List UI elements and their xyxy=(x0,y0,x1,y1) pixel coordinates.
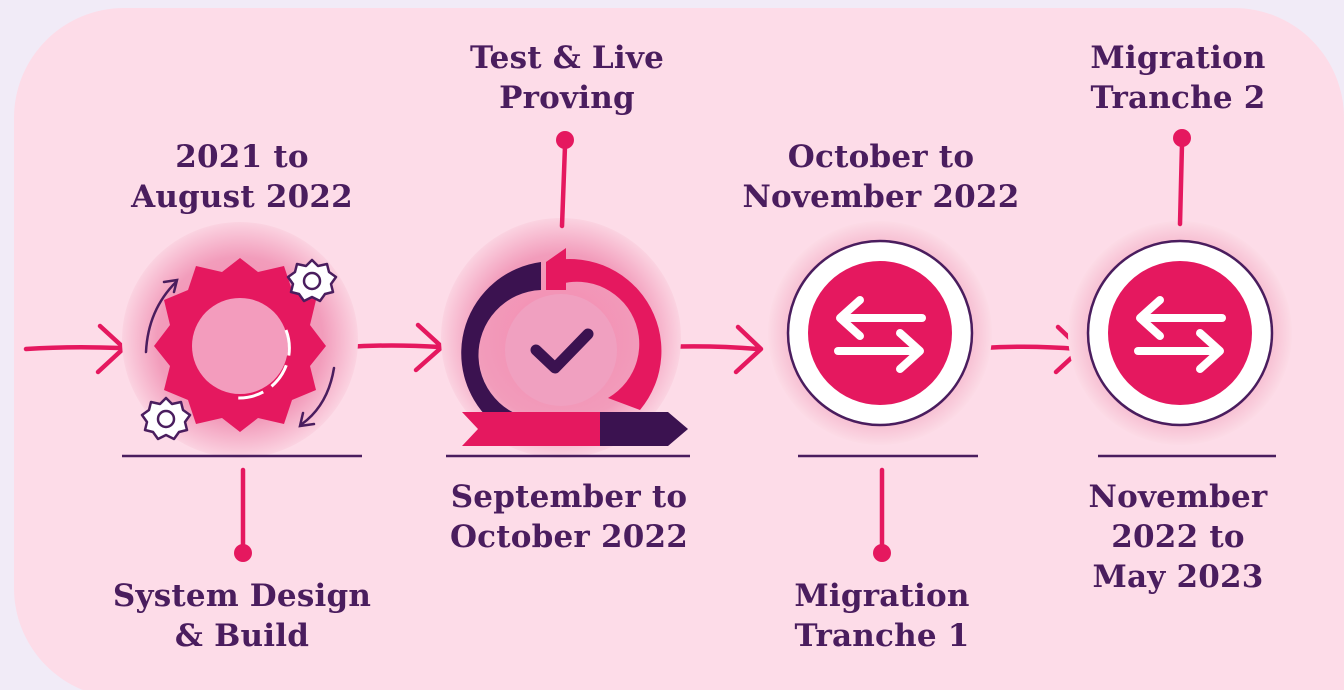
stage-4-date: November 2022 to May 2023 xyxy=(1088,479,1268,595)
stage-1-date: 2021 to August 2022 xyxy=(131,139,353,215)
stage-1-pin xyxy=(234,467,252,562)
connector-arrow-1 xyxy=(343,322,445,373)
connector-arrow-3 xyxy=(979,324,1084,375)
small-gear-icon xyxy=(140,396,192,441)
stage-2-pin xyxy=(556,131,574,229)
rotation-arrow-icon xyxy=(144,278,336,428)
stage-4-pin xyxy=(1173,129,1191,227)
swap-arrows-icon xyxy=(1068,221,1292,445)
stage-4-name: Migration Tranche 2 xyxy=(1090,40,1266,116)
swap-arrows-icon xyxy=(768,221,992,445)
cycle-check-icon xyxy=(441,218,688,458)
stage-3-pin xyxy=(873,467,891,562)
stage-2-date: September to October 2022 xyxy=(449,479,689,555)
stage-1-name: System Design & Build xyxy=(112,578,372,654)
stage-3-date: October to November 2022 xyxy=(742,139,1020,215)
small-gear-icon xyxy=(286,258,338,303)
stage-3-name: Migration Tranche 1 xyxy=(794,578,970,654)
connector-arrow-start xyxy=(23,323,127,375)
stage-2-name: Test & Live Proving xyxy=(469,40,665,116)
